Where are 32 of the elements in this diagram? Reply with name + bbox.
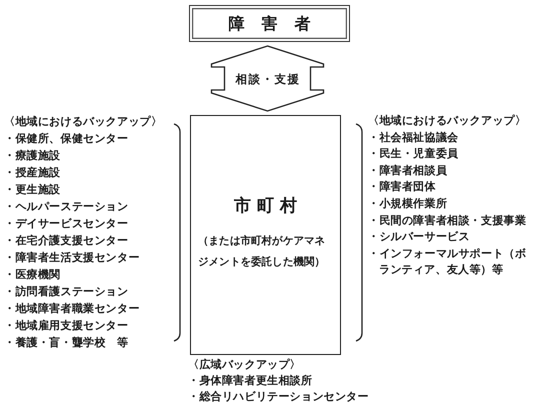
list-item: ・在宅介護支援センター xyxy=(4,233,128,249)
list-item: ・ヘルパーステーション xyxy=(4,199,128,215)
list-item: ・養護・盲・聾学校 等 xyxy=(4,335,128,351)
list-item: ・インフォーマルサポート（ボランティア、友人等）等 xyxy=(368,246,528,278)
list-item: ・障害者生活支援センター xyxy=(4,250,140,266)
node-label: 障害者 xyxy=(228,14,328,34)
header-box xyxy=(189,5,350,42)
list-item: ・地域雇用支援センター xyxy=(4,318,128,334)
list-item: ・総合リハビリテーションセンター xyxy=(188,389,369,405)
list-item: ・地域障害者職業センター xyxy=(4,301,140,317)
list-item: ・デイサービスセンター xyxy=(4,216,128,232)
list-item: ・療護施設 xyxy=(4,148,60,164)
list-item: ・障害者相談員 xyxy=(368,162,448,179)
list-item: ・シルバーサービス xyxy=(368,229,470,246)
node-note: （または市町村がケアマネジメントを委託した機関） xyxy=(197,234,326,270)
list-item: ・小規模作業所 xyxy=(368,196,448,212)
list-item: ・更生施設 xyxy=(4,182,60,198)
edge-label: 相談・支援 xyxy=(234,72,300,86)
list-item: ・訪問看護ステーション xyxy=(4,284,128,300)
node-title: 市町村 xyxy=(233,196,303,216)
list-item: ・保健所、保健センター xyxy=(4,131,128,147)
list-item: ・障害者団体 xyxy=(368,179,436,196)
list-item: ・民生・児童委員 xyxy=(368,146,458,162)
list-item: ・医療機関 xyxy=(4,267,60,283)
list-heading: 〈地域におけるバックアップ〉 xyxy=(368,113,526,129)
list-item: ・身体障害者更生相談所 xyxy=(188,373,312,389)
main-box xyxy=(190,115,341,355)
list-heading: 〈地域におけるバックアップ〉 xyxy=(4,114,162,130)
list-item: ・授産施設 xyxy=(4,165,60,181)
list-item: ・社会福祉協議会 xyxy=(368,130,458,146)
list-item: ・民間の障害者相談・支援事業 xyxy=(368,212,526,229)
list-heading: 〈広域バックアップ〉 xyxy=(188,357,301,373)
